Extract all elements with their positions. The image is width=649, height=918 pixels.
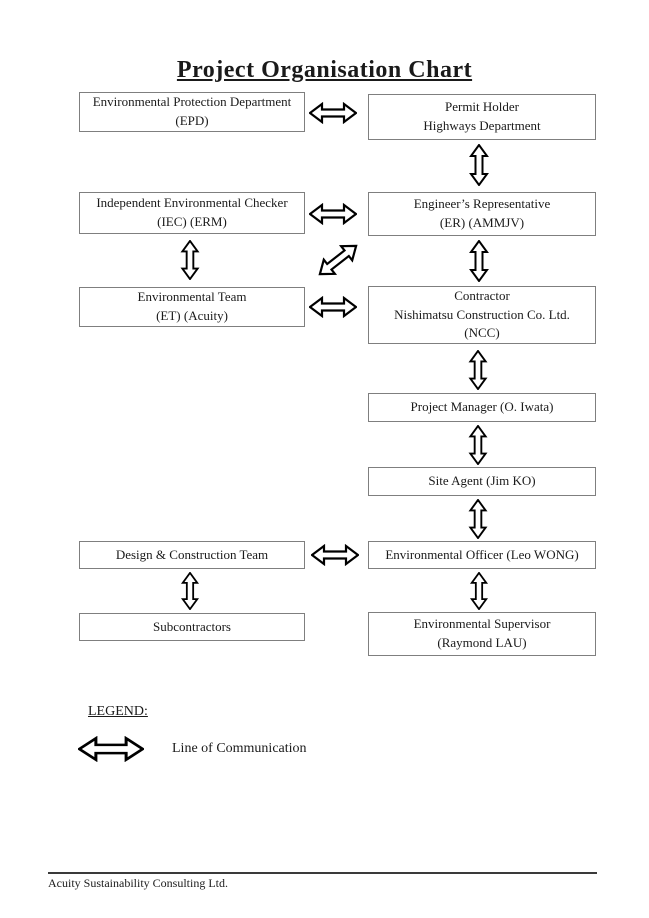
legend-item-label: Line of Communication (172, 741, 307, 756)
node-environmental-supervisor: Environmental Supervisor (Raymond LAU) (368, 612, 596, 656)
node-epd: Environmental Protection Department (EPD… (79, 92, 305, 132)
node-contractor: Contractor Nishimatsu Construction Co. L… (368, 286, 596, 344)
node-design-construction-team: Design & Construction Team (79, 541, 305, 569)
page-title: Project Organisation Chart (176, 57, 473, 83)
node-permit-holder: Permit Holder Highways Department (368, 94, 596, 140)
arrow-eo-es-icon (470, 572, 488, 610)
node-et: Environmental Team (ET) (Acuity) (79, 287, 305, 327)
node-subcontractors: Subcontractors (79, 613, 305, 641)
node-site-agent: Site Agent (Jim KO) (368, 467, 596, 496)
arrow-pm-siteagent-icon (469, 425, 487, 465)
node-environmental-officer: Environmental Officer (Leo WONG) (368, 541, 596, 569)
footer-company-name: Acuity Sustainability Consulting Ltd. (48, 876, 228, 890)
arrow-dct-eo-icon (311, 544, 359, 566)
node-project-manager: Project Manager (O. Iwata) (368, 393, 596, 422)
arrow-dct-subcontractors-icon (181, 572, 199, 610)
arrow-siteagent-eo-icon (469, 499, 487, 539)
legend-double-arrow-icon (78, 736, 144, 762)
legend-heading: LEGEND: (88, 704, 148, 719)
footer-divider (48, 872, 597, 874)
arrow-permit-er-icon (470, 144, 488, 186)
arrow-iec-et-icon (181, 240, 199, 280)
node-iec: Independent Environmental Checker (IEC) … (79, 192, 305, 234)
node-er: Engineer’s Representative (ER) (AMMJV) (368, 192, 596, 236)
arrow-diagonal-et-er-icon (313, 237, 363, 283)
arrow-et-contractor-icon (309, 296, 357, 318)
arrow-er-contractor-icon (470, 240, 488, 282)
arrow-iec-er-icon (309, 203, 357, 225)
arrow-epd-permit-icon (309, 102, 357, 124)
arrow-contractor-pm-icon (469, 350, 487, 390)
